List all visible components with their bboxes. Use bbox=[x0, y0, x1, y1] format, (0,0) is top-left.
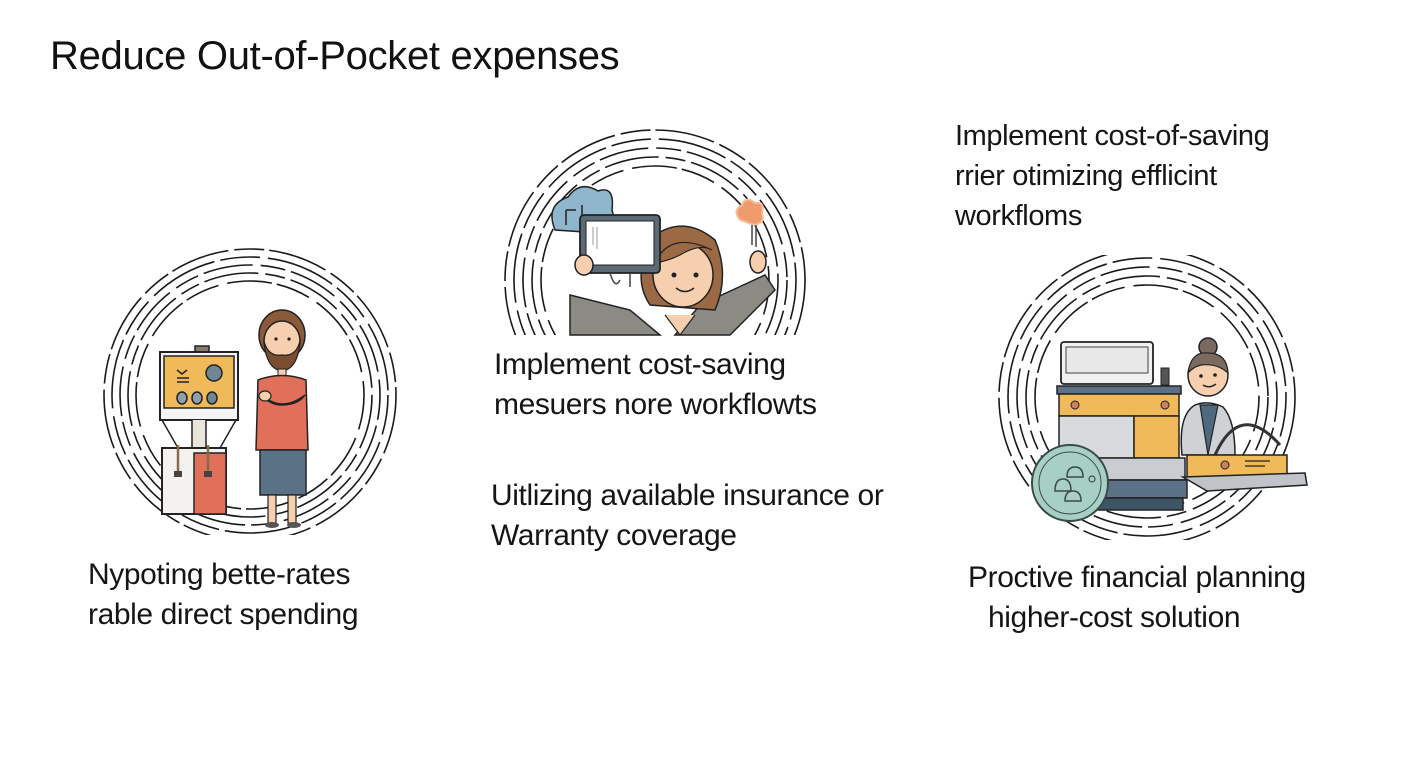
caption-line: Warranty coverage bbox=[491, 519, 737, 552]
caption-line: rable direct spending bbox=[88, 598, 359, 631]
caption-line: higher-cost solution bbox=[988, 601, 1241, 634]
caption-line: mesuers nore workflowts bbox=[494, 388, 817, 421]
caption-bottom-left: Nypoting bette-rates rable direct spendi… bbox=[88, 555, 359, 635]
caption-line: Implement cost-of-saving bbox=[955, 120, 1270, 152]
caption-line: workfloms bbox=[955, 200, 1082, 232]
caption-line: Nypoting bette-rates bbox=[88, 558, 351, 591]
woman-desk-icon bbox=[998, 255, 1308, 540]
illustration-woman-tablet bbox=[500, 125, 810, 340]
dispenser-man-icon bbox=[103, 248, 397, 535]
caption-center-bottom: Uitlizing available insurance or Warrant… bbox=[491, 476, 884, 556]
illustration-man-dispenser bbox=[100, 245, 400, 535]
page-title: Reduce Out-of-Pocket expenses bbox=[50, 34, 620, 78]
caption-line: Uitlizing available insurance or bbox=[491, 479, 884, 512]
woman-tablet-icon bbox=[504, 129, 806, 336]
caption-line: Proctive financial planning bbox=[968, 561, 1306, 594]
caption-line: rrier otimizing efflicint bbox=[955, 160, 1217, 192]
caption-center-top: Implement cost-saving mesuers nore workf… bbox=[494, 345, 817, 425]
caption-top-right: Implement cost-of-saving rrier otimizing… bbox=[955, 116, 1270, 236]
illustration-woman-desk bbox=[995, 255, 1315, 540]
caption-line: Implement cost-saving bbox=[494, 348, 786, 381]
caption-bottom-right: Proctive financial planning higher-cost … bbox=[968, 558, 1306, 638]
